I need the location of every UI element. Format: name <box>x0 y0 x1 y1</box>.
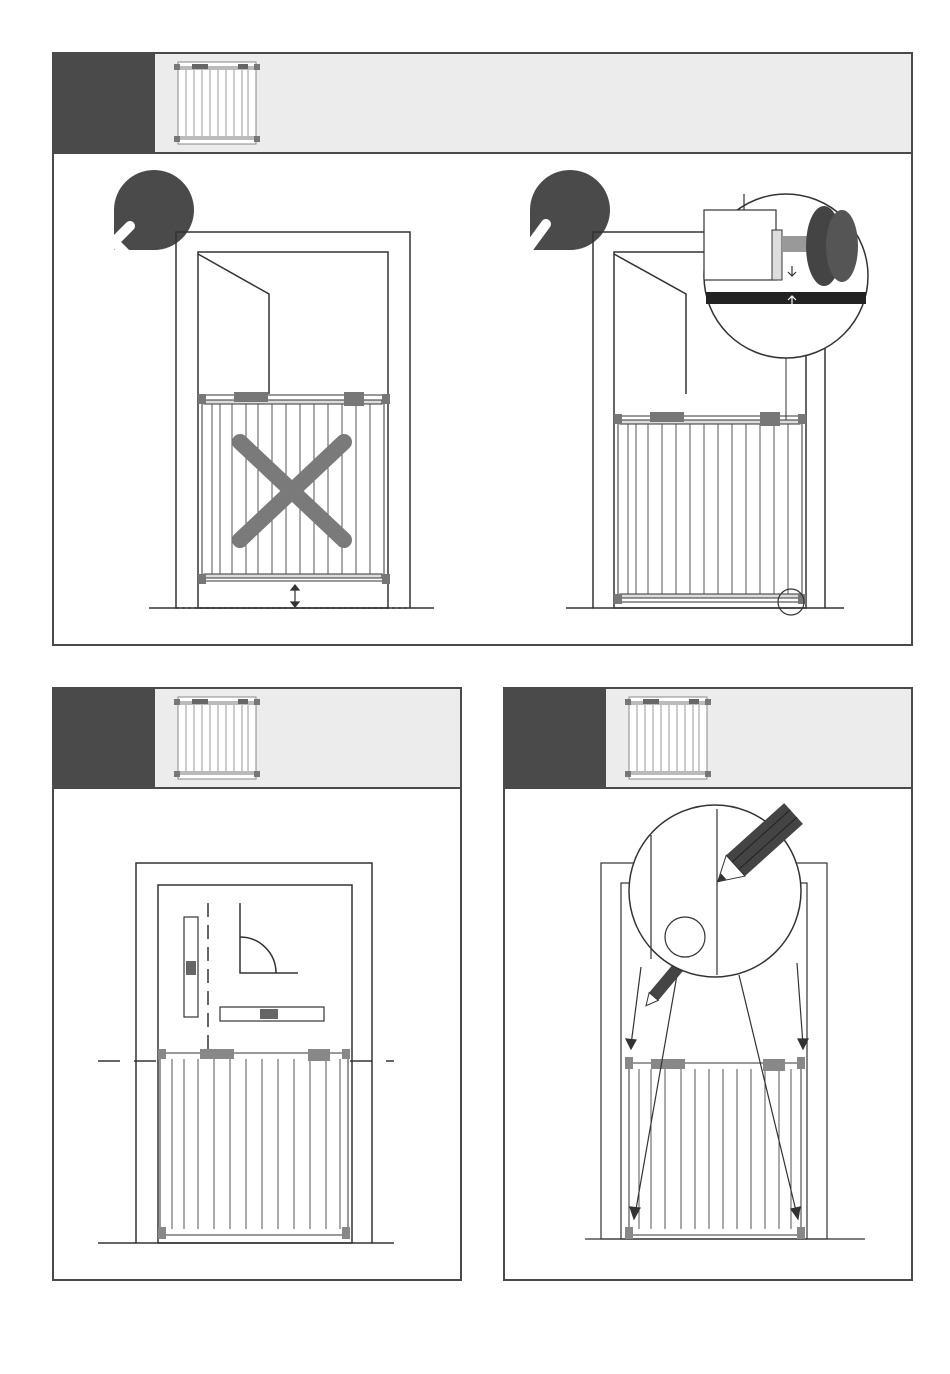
gate-thumbnail-icon <box>172 58 262 148</box>
panel-header <box>505 689 911 789</box>
check-mark-icon <box>512 170 610 254</box>
spirit-level-icon <box>184 917 324 1021</box>
panel-header <box>54 689 460 789</box>
panel-header <box>54 54 911 154</box>
zoom-detail-circle <box>704 194 868 358</box>
right-angle-icon <box>240 903 298 973</box>
step-panel-top <box>52 52 913 646</box>
step-panel-bottom-right <box>503 687 913 1281</box>
step-panel-bottom-left <box>52 687 462 1281</box>
cross-mark-icon <box>98 170 194 258</box>
leveling-illustration <box>54 789 460 1279</box>
marking-illustration <box>505 789 911 1279</box>
gate-thumbnail-icon <box>623 693 713 783</box>
step-number-block <box>54 689 155 787</box>
step-number-block <box>505 689 606 787</box>
gate-thumbnail-icon <box>172 693 262 783</box>
step-number-block <box>54 54 155 152</box>
installation-illustration-top <box>54 154 911 644</box>
